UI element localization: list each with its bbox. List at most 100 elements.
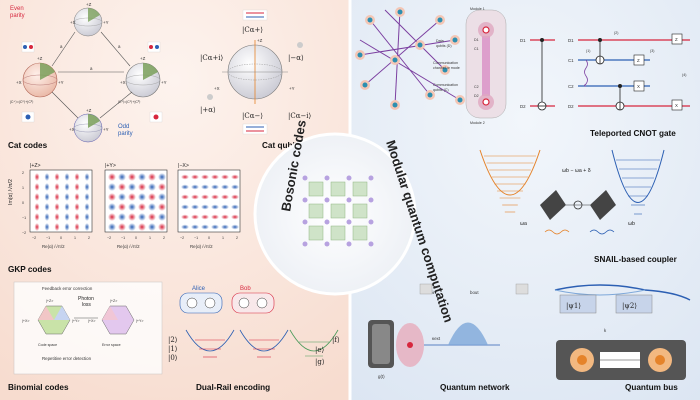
svg-text:D1: D1 bbox=[474, 38, 479, 42]
svg-text:a: a bbox=[60, 44, 63, 49]
svg-text:Module 1: Module 1 bbox=[470, 7, 485, 11]
lattice-node bbox=[324, 219, 330, 225]
lattice-node bbox=[368, 175, 374, 181]
svg-text:|+Y>: |+Y> bbox=[136, 319, 144, 323]
cat-codes-label: Cat codes bbox=[8, 141, 48, 150]
gkp-y-tick: −1 bbox=[22, 216, 26, 220]
cat-state-minus-alpha: |−α⟩ bbox=[288, 54, 304, 62]
svg-text:D2: D2 bbox=[568, 104, 574, 109]
svg-text:Error space: Error space bbox=[102, 343, 121, 347]
gkp-plot-title: |+Z> bbox=[30, 163, 41, 169]
svg-text:|2⟩: |2⟩ bbox=[168, 336, 178, 344]
dual-rail-panel: Alice Bob |2⟩ |1⟩ |0⟩ |f⟩ |e⟩ |g⟩ Dual-R… bbox=[168, 286, 340, 392]
svg-text:C2: C2 bbox=[474, 85, 479, 89]
svg-text:C2: C2 bbox=[568, 84, 574, 89]
svg-text:Bob: Bob bbox=[240, 286, 251, 292]
cnot-circuit: D1 D2 D1 C1 C2 D2 bbox=[520, 31, 690, 111]
svg-text:+Z: +Z bbox=[37, 56, 43, 61]
svg-text:Z: Z bbox=[675, 37, 678, 42]
lattice-node bbox=[346, 175, 352, 181]
svg-text:D1: D1 bbox=[520, 38, 526, 43]
svg-text:Feedback error correction: Feedback error correction bbox=[42, 286, 93, 291]
dual-rail-label: Dual-Rail encoding bbox=[196, 383, 270, 392]
svg-text:|+Y>: |+Y> bbox=[72, 319, 80, 323]
cat-codes-panel: +Z +X +Y Even parity +Z +X +Y |C⁺⟩=|C⁰⟩+… bbox=[8, 2, 167, 150]
gkp-x-tick: −2 bbox=[180, 236, 184, 240]
svg-text:bin: bin bbox=[430, 290, 436, 295]
svg-text:|ψ1⟩: |ψ1⟩ bbox=[566, 302, 581, 310]
svg-text:+X: +X bbox=[120, 80, 126, 85]
gkp-x-tick: −1 bbox=[121, 236, 125, 240]
svg-text:C1: C1 bbox=[568, 58, 574, 63]
even-parity-label: Even parity bbox=[10, 6, 25, 19]
svg-text:Data: Data bbox=[436, 39, 444, 43]
svg-text:|ψ2⟩: |ψ2⟩ bbox=[622, 302, 637, 310]
svg-text:+Z: +Z bbox=[86, 108, 92, 113]
lattice-node bbox=[368, 241, 374, 247]
gkp-plot-title: |−X> bbox=[178, 163, 189, 169]
svg-text:+Y: +Y bbox=[289, 86, 295, 91]
gkp-x-tick: 2 bbox=[163, 236, 165, 240]
svg-text:|C⁺⟩=|C⁰⟩+|C²⟩: |C⁺⟩=|C⁰⟩+|C²⟩ bbox=[10, 99, 34, 104]
svg-text:κext: κext bbox=[432, 336, 441, 341]
gkp-label: GKP codes bbox=[8, 265, 52, 274]
lattice-node bbox=[302, 197, 308, 203]
svg-text:+X: +X bbox=[70, 20, 76, 25]
svg-text:|g⟩: |g⟩ bbox=[315, 358, 325, 366]
gkp-x-tick: −2 bbox=[32, 236, 36, 240]
svg-text:D2: D2 bbox=[520, 104, 526, 109]
gkp-x-tick: 0 bbox=[208, 236, 210, 240]
svg-text:Communication: Communication bbox=[433, 61, 458, 65]
svg-text:bout: bout bbox=[470, 290, 479, 295]
svg-text:Repetitive error detection: Repetitive error detection bbox=[42, 356, 92, 361]
gkp-x-tick: 2 bbox=[88, 236, 90, 240]
svg-text:X: X bbox=[675, 103, 678, 108]
svg-text:ωb: ωb bbox=[628, 221, 635, 227]
svg-text:+Z: +Z bbox=[140, 56, 146, 61]
svg-text:(4): (4) bbox=[682, 73, 686, 77]
svg-text:ωa: ωa bbox=[520, 221, 527, 227]
gkp-x-tick: 1 bbox=[222, 236, 224, 240]
svg-text:X: X bbox=[637, 84, 640, 89]
transition-a: a bbox=[90, 66, 93, 71]
gkp-y-tick: 0 bbox=[22, 201, 24, 205]
cat-state-minus-i: |Cα−i⟩ bbox=[288, 112, 312, 120]
svg-text:Alice: Alice bbox=[192, 286, 206, 292]
svg-text:+X: +X bbox=[214, 86, 220, 91]
cat-qubits-label: Cat qubits bbox=[262, 141, 302, 150]
lattice-node bbox=[302, 241, 308, 247]
network-graph bbox=[355, 7, 465, 110]
lattice-node bbox=[368, 197, 374, 203]
svg-text:a: a bbox=[118, 44, 121, 49]
cat-state-plus-i: |Cα+i⟩ bbox=[200, 54, 224, 62]
gkp-y-tick: −2 bbox=[22, 231, 26, 235]
binomial-panel: Feedback error correction |+Z> |+X> |+Y>… bbox=[8, 281, 163, 392]
gkp-x-label: Re(α) /√π/2 bbox=[117, 244, 140, 249]
svg-text:k: k bbox=[604, 328, 607, 333]
svg-text:|f⟩: |f⟩ bbox=[332, 336, 340, 344]
svg-text:D2: D2 bbox=[474, 94, 479, 98]
gkp-x-tick: −1 bbox=[194, 236, 198, 240]
cat-qubits-panel: +Z +X +Y |Cα+⟩ |Cα+i⟩ |−α⟩ |+α⟩ |Cα−⟩ |C… bbox=[200, 9, 312, 150]
lattice-node bbox=[302, 175, 308, 181]
lattice-node bbox=[324, 197, 330, 203]
svg-text:qubits (D): qubits (D) bbox=[436, 44, 452, 48]
gkp-x-tick: −2 bbox=[107, 236, 111, 240]
svg-text:C1: C1 bbox=[474, 47, 479, 51]
svg-text:D1: D1 bbox=[568, 38, 574, 43]
cat-state-minus: |Cα−⟩ bbox=[242, 112, 263, 120]
svg-text:|e⟩: |e⟩ bbox=[315, 346, 325, 354]
gkp-x-label: Re(α) /√π/2 bbox=[42, 244, 65, 249]
svg-text:channel or mode: channel or mode bbox=[433, 66, 460, 70]
svg-text:|+Z>: |+Z> bbox=[46, 299, 53, 303]
gkp-x-tick: 0 bbox=[135, 236, 137, 240]
cat-wigner-thumbs bbox=[21, 41, 163, 123]
lattice-node bbox=[346, 241, 352, 247]
svg-text:|1⟩: |1⟩ bbox=[168, 345, 178, 353]
svg-text:|+Z>: |+Z> bbox=[110, 299, 117, 303]
teleported-cnot-panel: D1 C1 C2 D2 Module 1 Module 2 Data qubit… bbox=[355, 7, 690, 138]
